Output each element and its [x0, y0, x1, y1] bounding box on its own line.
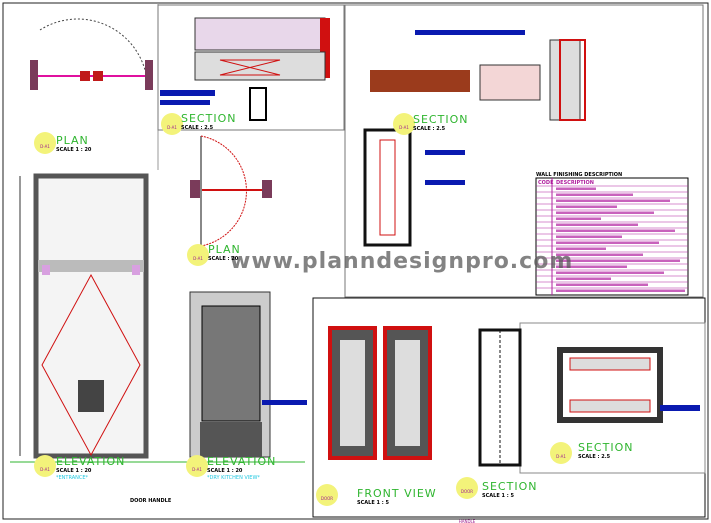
view-tag: D-A1 [550, 442, 572, 464]
section-1-drawing [160, 17, 330, 121]
section-3-scale: SCALE 1 : 5 [482, 493, 514, 499]
section-2-scale: SCALE : 2.5 [413, 126, 446, 132]
section-2-drawing [363, 30, 586, 247]
section-3-drawing [478, 328, 522, 467]
finish-table-title: WALL FINISHING DESCRIPTION [536, 172, 623, 178]
finish-table-rows [536, 185, 688, 292]
section-2-title: SECTION [413, 113, 469, 126]
table-row-text-illegible [556, 205, 617, 208]
watermark: www.planndesignpro.com [230, 249, 574, 274]
table-row-text-illegible [556, 271, 664, 274]
section-1-title: SECTION [181, 112, 237, 125]
table-row-text-illegible [556, 277, 611, 280]
table-row-text-illegible [556, 259, 680, 262]
view-tag: D-A1 [186, 455, 208, 477]
section-1-frame [157, 4, 345, 131]
table-row-text-illegible [556, 217, 601, 220]
view-tag: D-A1 [34, 132, 56, 154]
section-4-scale: SCALE : 2.5 [578, 454, 611, 460]
plan-2-title: PLAN [208, 243, 241, 256]
front-view-scale: SCALE 1 : 5 [357, 500, 389, 506]
view-tag: D-A1 [34, 455, 56, 477]
finish-table-header-code: CODE [538, 180, 554, 186]
section-3-title: SECTION [482, 480, 538, 493]
elevation-2-scale: SCALE 1 : 20 [207, 468, 243, 474]
table-row-text-illegible [556, 289, 685, 292]
door-handle-note: DOOR HANDLE [130, 498, 172, 504]
elevation-1-drawing [10, 173, 305, 463]
plan-1-drawing [30, 18, 153, 90]
table-row-text-illegible [556, 265, 627, 268]
view-tag: DOOR HANDLE [316, 484, 338, 506]
table-row-text-illegible [556, 229, 675, 232]
table-row-text-illegible [556, 247, 606, 250]
finish-table-header-description: DESCRIPTION [556, 180, 594, 186]
table-row-text-illegible [556, 253, 643, 256]
view-tag: D-A1 [187, 244, 209, 266]
plan-1-scale: SCALE 1 : 20 [56, 147, 92, 153]
front-view-title: FRONT VIEW [357, 487, 437, 500]
elevation-1-subtitle: *ENTRANCE* [56, 475, 89, 481]
section-4-title: SECTION [578, 441, 634, 454]
plan-2-drawing [190, 135, 272, 247]
view-tag: DOOR HANDLE [456, 477, 478, 523]
elevation-2-drawing [189, 291, 307, 458]
section-4-drawing [557, 347, 700, 423]
table-row-text-illegible [556, 211, 654, 214]
front-view-drawing [328, 326, 432, 460]
elevation-2-subtitle: *DRY KITCHEN VIEW* [207, 475, 260, 481]
section-1-scale: SCALE : 2.5 [181, 125, 214, 131]
plan-2-scale: SCALE : 20 [208, 256, 239, 262]
view-tag: D-A1 [161, 113, 183, 135]
table-row-text-illegible [556, 223, 638, 226]
table-row-text-illegible [556, 199, 670, 202]
view-tag: D-A1 [393, 113, 415, 135]
table-row-text-illegible [556, 235, 622, 238]
table-row-text-illegible [556, 193, 633, 196]
section-2-frame [344, 4, 704, 298]
table-row-text-illegible [556, 283, 648, 286]
elevation-1-scale: SCALE 1 : 20 [56, 468, 92, 474]
elevation-2-title: ELEVATION [207, 455, 277, 468]
table-row-text-illegible [556, 187, 596, 190]
elevation-1-title: ELEVATION [56, 455, 126, 468]
table-row-text-illegible [556, 241, 659, 244]
plan-1-title: PLAN [56, 134, 89, 147]
